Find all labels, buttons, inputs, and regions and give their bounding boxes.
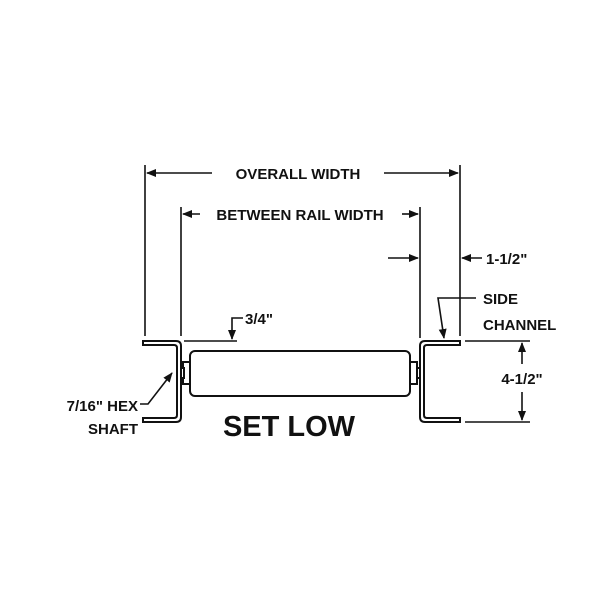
channel-width-dimension: 1-1/2" xyxy=(388,251,527,268)
roller-tube xyxy=(189,350,411,397)
roller xyxy=(180,350,421,397)
hex-shaft-label-line1: 7/16" HEX xyxy=(67,398,138,415)
right-side-channel xyxy=(419,340,461,423)
side-channel-label-line1: SIDE xyxy=(483,291,518,308)
right-hex-shaft xyxy=(416,367,421,379)
between-rail-width-label: BETWEEN RAIL WIDTH xyxy=(216,207,383,224)
left-side-channel xyxy=(142,340,182,423)
hex-shaft-callout: 7/16" HEX SHAFT xyxy=(67,372,173,438)
roller-offset-label: 3/4" xyxy=(245,311,273,328)
channel-height-label: 4-1/2" xyxy=(501,371,542,388)
hex-shaft-label-line2: SHAFT xyxy=(88,421,138,438)
diagram-title: SET LOW xyxy=(223,411,356,443)
side-channel-label-line2: CHANNEL xyxy=(483,317,556,334)
channel-height-dimension: 4-1/2" xyxy=(465,340,543,423)
side-channel-callout: SIDE CHANNEL xyxy=(437,291,556,339)
between-rail-width-dimension: BETWEEN RAIL WIDTH xyxy=(180,207,421,338)
overall-width-dimension: OVERALL WIDTH xyxy=(144,165,461,336)
channel-width-label: 1-1/2" xyxy=(486,251,527,268)
left-hex-shaft xyxy=(180,367,185,379)
overall-width-label: OVERALL WIDTH xyxy=(236,166,361,183)
